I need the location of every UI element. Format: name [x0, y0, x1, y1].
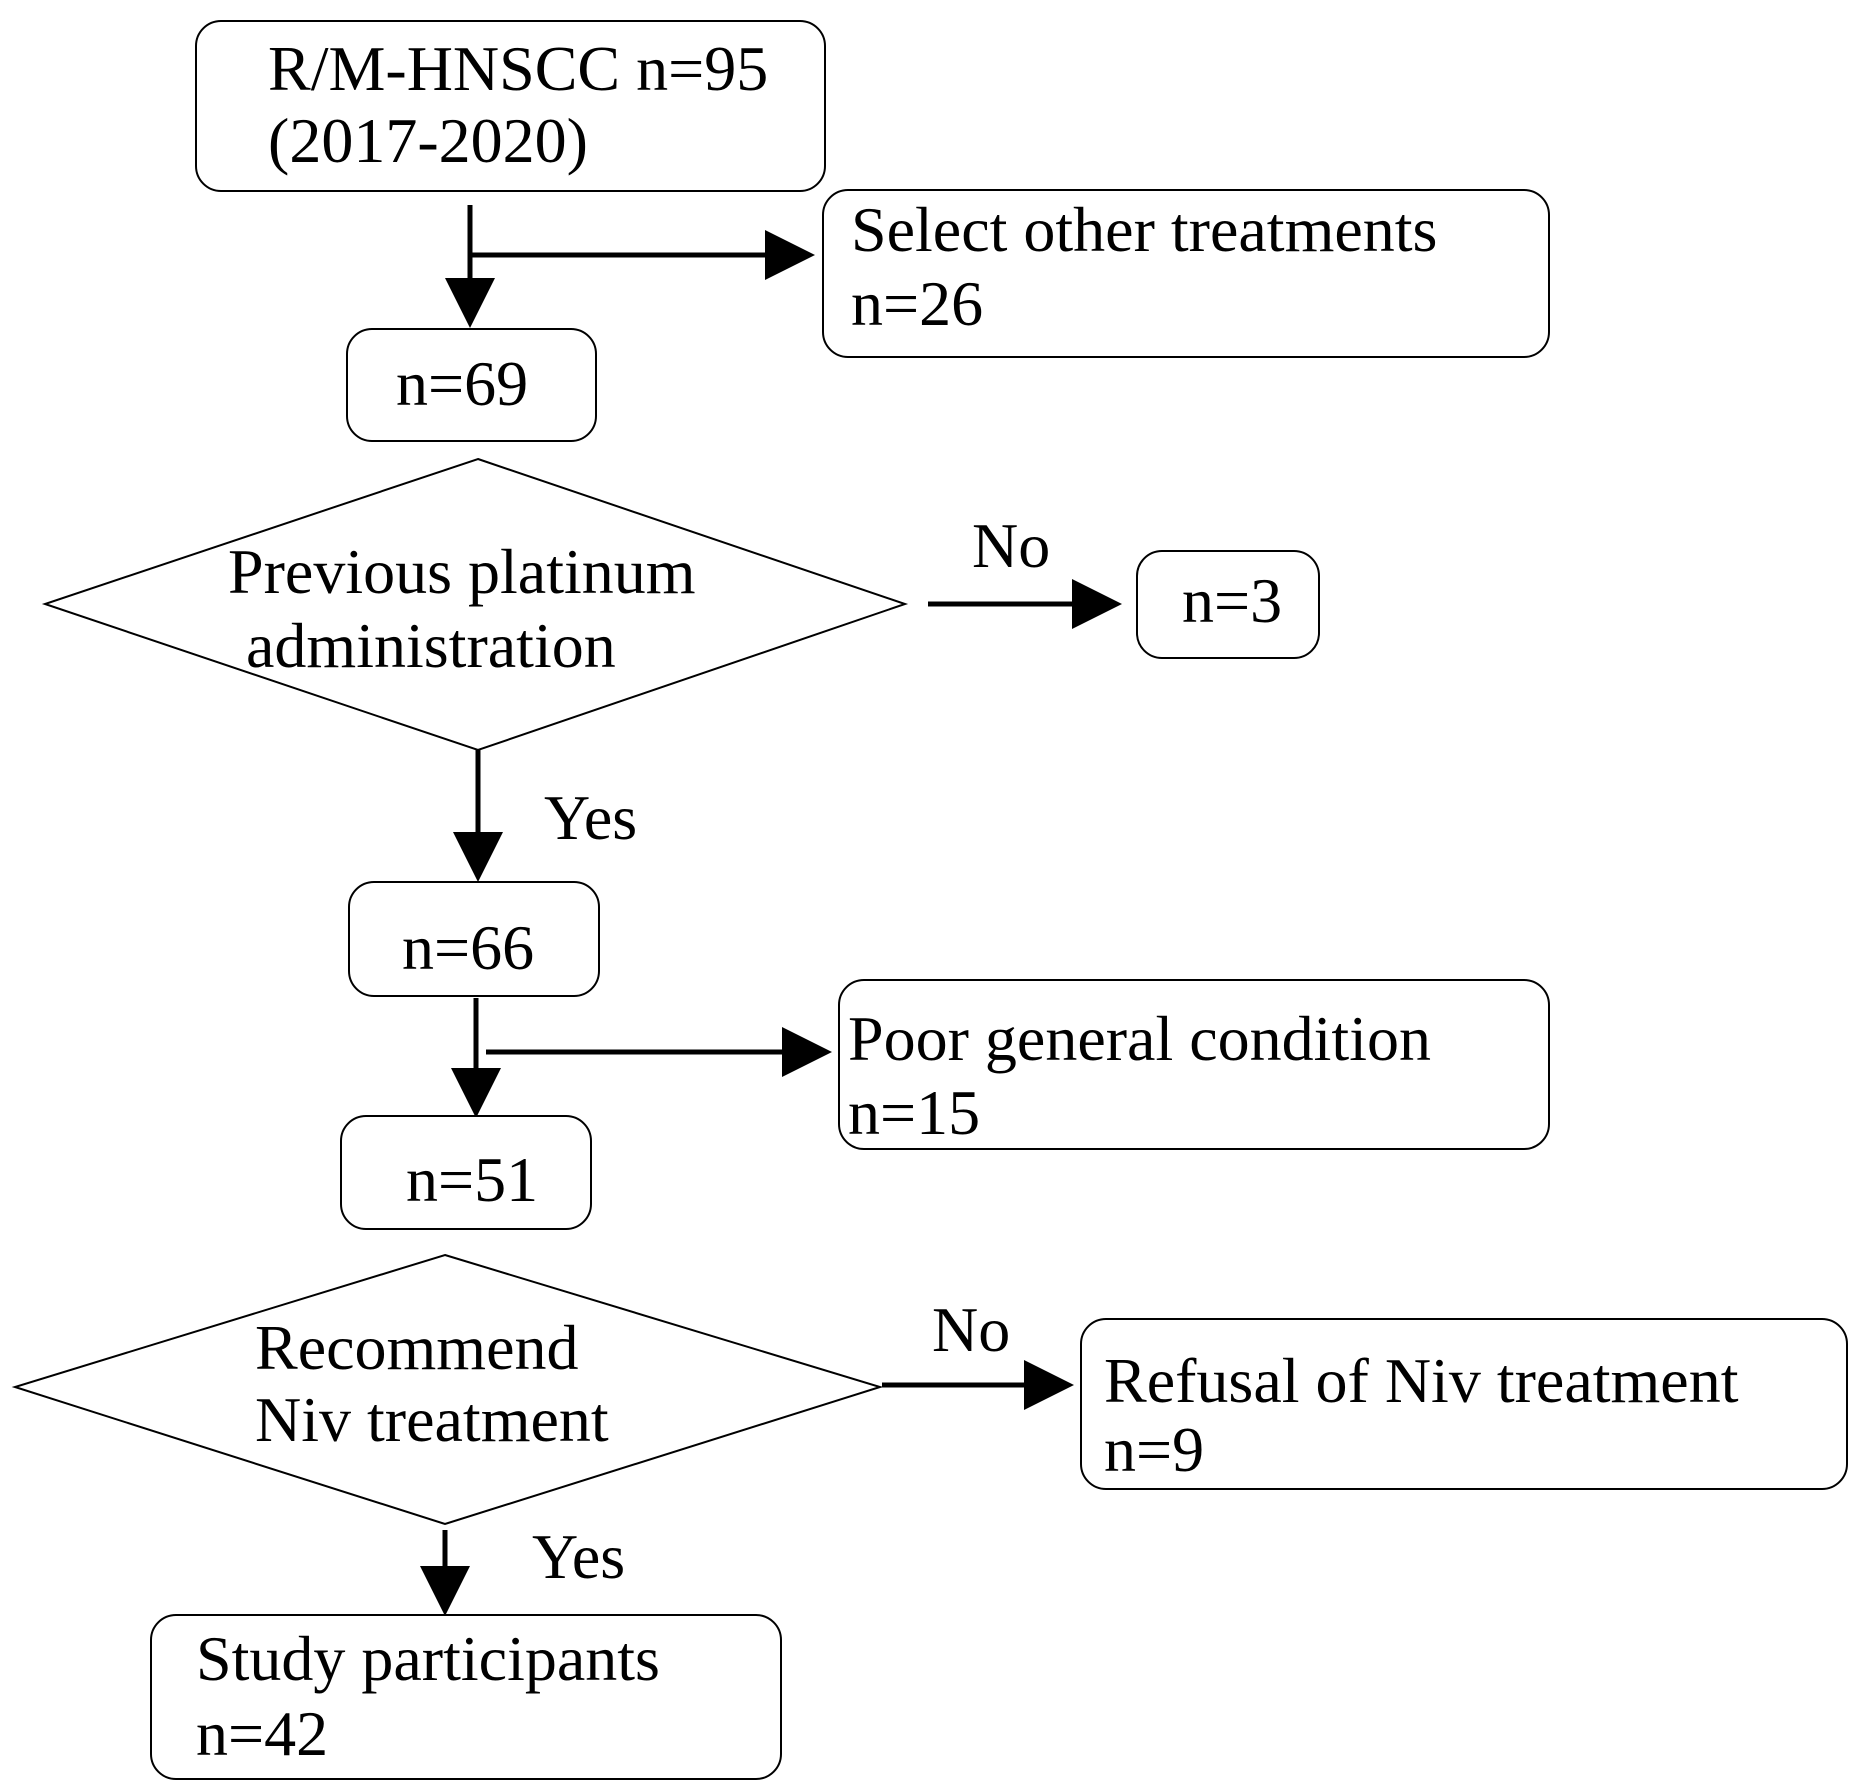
refusal-box [1080, 1318, 1848, 1490]
n69-box [346, 328, 597, 442]
refusal-line1: Refusal of Niv treatment [1104, 1345, 1739, 1416]
platinum-no-label: No [972, 510, 1051, 581]
start-line2: (2017-2020) [268, 105, 588, 176]
poor-condition-line2: n=15 [848, 1077, 981, 1148]
other-treatments-line2: n=26 [851, 268, 984, 339]
n66-box [348, 881, 600, 997]
participants-line1: Study participants [196, 1623, 660, 1694]
platinum-decision-line2: administration [246, 610, 616, 681]
n69-label: n=69 [396, 348, 529, 419]
poor-condition-line1: Poor general condition [848, 1003, 1431, 1074]
niv-decision-diamond [11, 1253, 884, 1526]
n51-box [340, 1115, 592, 1230]
platinum-decision-line1: Previous platinum [228, 536, 696, 607]
participants-line2: n=42 [196, 1698, 329, 1769]
n3-box [1136, 550, 1320, 659]
poor-condition-box [838, 979, 1550, 1150]
start-box [195, 20, 826, 192]
niv-decision-line1: Recommend [255, 1312, 579, 1383]
refusal-line2: n=9 [1104, 1414, 1205, 1485]
start-line1: R/M-HNSCC n=95 [268, 33, 769, 104]
platinum-yes-label: Yes [544, 782, 638, 853]
n51-label: n=51 [406, 1144, 539, 1215]
other-treatments-line1: Select other treatments [851, 194, 1438, 265]
participants-box [150, 1614, 782, 1780]
niv-decision-line2: Niv treatment [255, 1384, 609, 1455]
n66-label: n=66 [402, 912, 535, 983]
niv-no-label: No [932, 1294, 1011, 1365]
n3-label: n=3 [1182, 565, 1283, 636]
niv-yes-label: Yes [532, 1521, 626, 1592]
other-treatments-box [822, 189, 1550, 358]
